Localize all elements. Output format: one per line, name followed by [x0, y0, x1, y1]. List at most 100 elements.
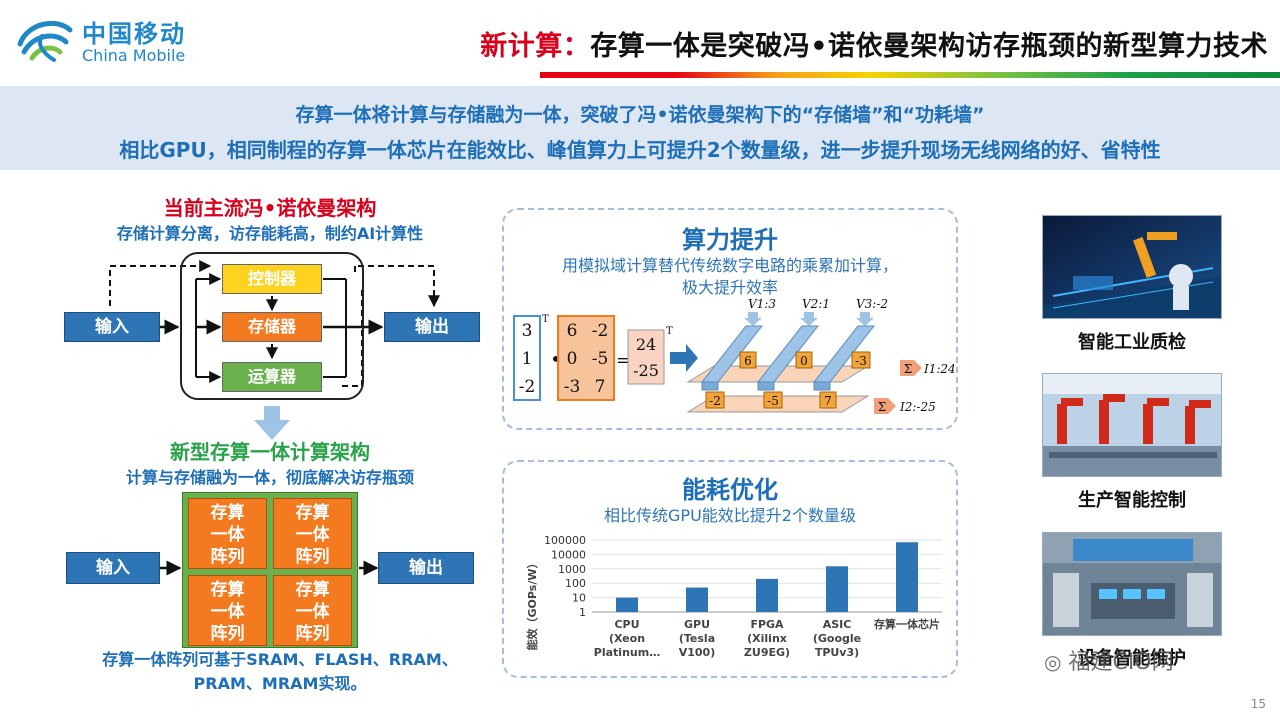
vector-value: -2 [519, 377, 536, 397]
x-tick-label: (Xeon [609, 632, 645, 645]
y-tick-label: 1000 [558, 563, 586, 576]
bar [826, 566, 848, 612]
sum-icon: Σ [878, 400, 886, 414]
x-tick-label: (Xilinx [747, 632, 787, 645]
result-value: 24 [636, 335, 656, 354]
matrix-value: 6 [567, 321, 578, 341]
matrix-value: 7 [595, 377, 606, 397]
conductance-cell: 7 [824, 394, 832, 408]
y-axis-label: 能效（GOPs/W） [525, 558, 539, 651]
title-color-bar [540, 72, 1280, 78]
watermark: ◎ 福建CIO网 [1044, 644, 1174, 676]
x-tick-label: ASIC [823, 618, 852, 631]
title-prefix: 新计算： [480, 31, 591, 62]
cim-input-box: 输入 [66, 552, 160, 584]
bar [756, 578, 778, 612]
matrix-value: -3 [564, 377, 581, 397]
equipment-maintenance-image [1042, 532, 1222, 636]
matrix-value: 0 [567, 349, 578, 369]
matrix-value: -5 [592, 349, 609, 369]
cim-output-box: 输出 [378, 552, 474, 584]
logo-text-en: China Mobile [82, 46, 186, 65]
china-mobile-logo-icon [17, 20, 73, 62]
sum-icon: Σ [904, 362, 912, 376]
voltage-label: V1:3 [748, 297, 776, 311]
x-tick-label: 存算一体芯片 [874, 617, 940, 631]
equals-operator: = [616, 350, 631, 371]
x-tick-label: FPGA [750, 618, 784, 631]
production-control-image [1042, 373, 1222, 477]
cim-note-line-2: PRAM、MRAM实现。 [193, 674, 367, 693]
summary-band: 存算一体将计算与存储融为一体，突破了冯•诺依曼架构下的“存储墙”和“功耗墙” 相… [0, 86, 1280, 170]
voltage-label: V3:-2 [856, 297, 888, 311]
energy-opt-subtitle: 相比传统GPU能效比提升2个数量级 [604, 506, 856, 525]
scene-label-maintenance: 设备智能维护 [1078, 648, 1186, 669]
alu-box: 运算器 [222, 362, 322, 392]
cim-arrows [160, 560, 379, 576]
cim-array-cell: 存算一体阵列 [188, 498, 267, 569]
cim-array-cell: 存算一体阵列 [188, 575, 267, 646]
efficiency-bar-chart: 110100100010000100000CPU(XeonPlatinum…GP… [525, 534, 942, 659]
summary-line-1: 存算一体将计算与存储融为一体，突破了冯•诺依曼架构下的“存储墙”和“功耗墙” [295, 104, 985, 126]
compute-boost-panel [502, 208, 958, 430]
industrial-inspection-image [1042, 215, 1222, 319]
summary-line-2: 相比GPU，相同制程的存算一体芯片在能效比、峰值算力上可提升2个数量级，进一步提… [119, 138, 1161, 162]
compute-boost-title: 算力提升 [682, 226, 778, 254]
cim-note: 存算一体阵列可基于SRAM、FLASH、RRAM、 PRAM、MRAM实现。 [60, 648, 500, 696]
vn-input-box: 输入 [64, 312, 160, 342]
x-tick-label: TPUv3) [815, 646, 859, 659]
x-tick-label: Platinum… [594, 646, 660, 659]
vn-arch-subtitle: 存储计算分离，访存能耗高，制约AI计算性 [116, 224, 424, 243]
result-value: -25 [633, 361, 659, 380]
cim-array-grid: 存算一体阵列 存算一体阵列 存算一体阵列 存算一体阵列 [182, 492, 358, 648]
energy-opt-panel [502, 460, 958, 678]
bar [686, 587, 708, 612]
title-main: 存算一体是突破冯•诺依曼架构访存瓶颈的新型算力技术 [590, 31, 1268, 62]
right-arrow-icon [670, 344, 698, 372]
conductance-cell: -5 [767, 394, 779, 408]
bar [616, 597, 638, 612]
page-title: 新计算：存算一体是突破冯•诺依曼架构访存瓶颈的新型算力技术 [480, 24, 1268, 63]
compute-boost-sub-1: 用模拟域计算替代传统数字电路的乘累加计算， [561, 256, 898, 275]
vn-arch-title: 当前主流冯•诺依曼架构 [163, 196, 377, 220]
x-tick-label: ZU9EG) [744, 646, 790, 659]
current-label: I2:-25 [899, 400, 936, 414]
memory-box: 存储器 [222, 312, 322, 342]
cim-arch-title: 新型存算一体计算架构 [170, 440, 370, 464]
conductance-cell: -3 [855, 354, 867, 368]
y-tick-label: 100 [565, 577, 586, 590]
x-tick-label: V100) [679, 646, 716, 659]
energy-opt-title: 能耗优化 [682, 476, 778, 504]
vector-value: 1 [522, 349, 533, 369]
cim-array-cell: 存算一体阵列 [273, 498, 352, 569]
y-tick-label: 10 [572, 592, 586, 605]
controller-box: 控制器 [222, 264, 322, 294]
voltage-label: V2:1 [802, 297, 830, 311]
conductance-cell: -2 [709, 394, 721, 408]
x-tick-label: GPU [684, 618, 710, 631]
scene-label-control: 生产智能控制 [1078, 490, 1186, 511]
matrix-value: -2 [592, 321, 609, 341]
compute-boost-sub-2: 极大提升效率 [681, 278, 778, 297]
logo-text-cn: 中国移动 [82, 20, 186, 48]
cim-array-cell: 存算一体阵列 [273, 575, 352, 646]
conductance-cell: 0 [800, 354, 808, 368]
down-arrow-icon [254, 406, 290, 440]
watermark-text: 福建CIO网 [1068, 650, 1174, 675]
x-tick-label: (Tesla [679, 632, 715, 645]
x-tick-label: CPU [614, 618, 639, 631]
page-number: 15 [1250, 697, 1266, 711]
cim-note-line-1: 存算一体阵列可基于SRAM、FLASH、RRAM、 [102, 650, 458, 669]
scene-label-inspection: 智能工业质检 [1078, 332, 1186, 353]
y-tick-label: 1 [579, 606, 586, 619]
transpose-mark: T [542, 314, 549, 325]
wechat-icon: ◎ [1044, 650, 1062, 674]
y-tick-label: 100000 [544, 534, 586, 547]
dot-operator: • [550, 347, 562, 371]
bar [896, 542, 918, 612]
cim-arch-subtitle: 计算与存储融为一体，彻底解决访存瓶颈 [125, 468, 414, 487]
current-label: I1:24 [923, 362, 954, 376]
vn-arch-frame [180, 252, 364, 400]
conductance-cell: 6 [744, 354, 752, 368]
vn-output-box: 输出 [384, 312, 480, 342]
